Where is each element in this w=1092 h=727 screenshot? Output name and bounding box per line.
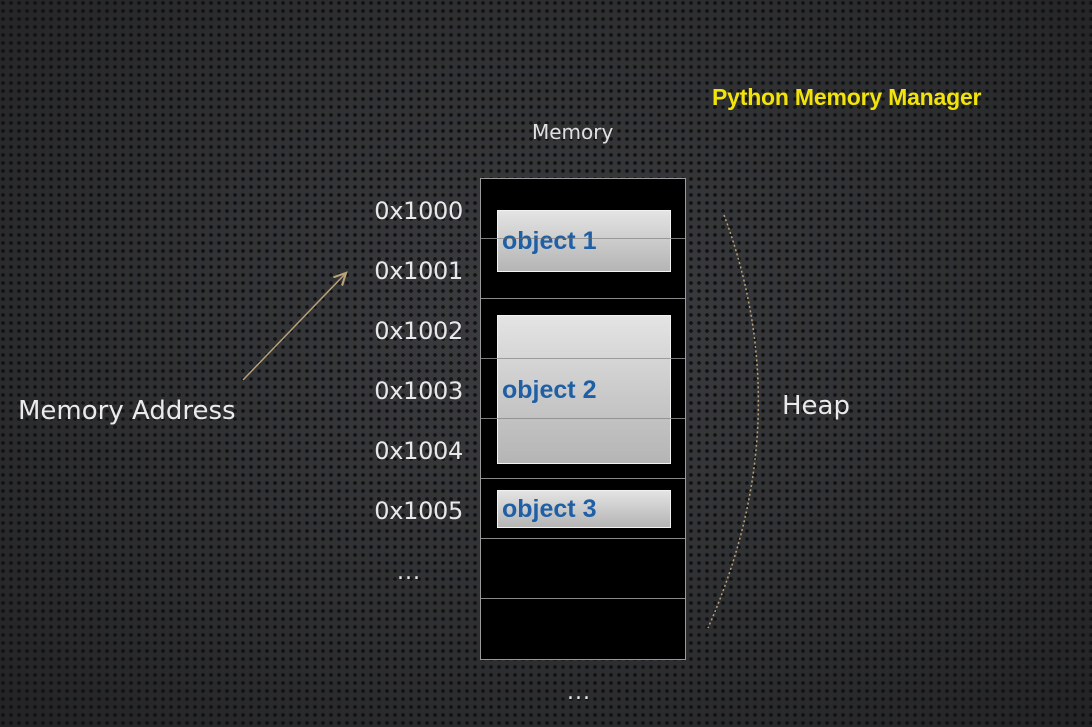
heap-brace-arc (707, 214, 760, 629)
cell-boundary-line (481, 238, 685, 239)
object-2-box: object 2 (497, 315, 671, 464)
cell-boundary-line (481, 358, 685, 359)
object-3-label: object 3 (502, 495, 597, 523)
memory-cell (481, 419, 685, 479)
bottom-ellipsis: ... (567, 680, 591, 705)
memory-address-arrow (242, 274, 345, 381)
object-1-box: object 1 (497, 210, 671, 272)
address-0x1000: 0x1000 (374, 197, 463, 225)
address-ellipsis: ... (397, 560, 421, 585)
address-0x1001: 0x1001 (374, 257, 463, 285)
memory-block: object 1 object 2 object 3 (480, 178, 686, 660)
cell-boundary-line (481, 418, 685, 419)
memory-cell (481, 539, 685, 599)
memory-cell (481, 239, 685, 299)
address-0x1004: 0x1004 (374, 437, 463, 465)
address-0x1002: 0x1002 (374, 317, 463, 345)
object-1-label: object 1 (502, 227, 597, 255)
memory-label: Memory (532, 120, 614, 144)
diagram-title: Python Memory Manager (712, 84, 982, 110)
object-3-box: object 3 (497, 490, 671, 528)
heap-label: Heap (782, 391, 850, 421)
memory-address-label: Memory Address (18, 396, 236, 426)
memory-cell (481, 479, 685, 539)
address-0x1005: 0x1005 (374, 497, 463, 525)
object-2-label: object 2 (502, 376, 597, 404)
address-0x1003: 0x1003 (374, 377, 463, 405)
